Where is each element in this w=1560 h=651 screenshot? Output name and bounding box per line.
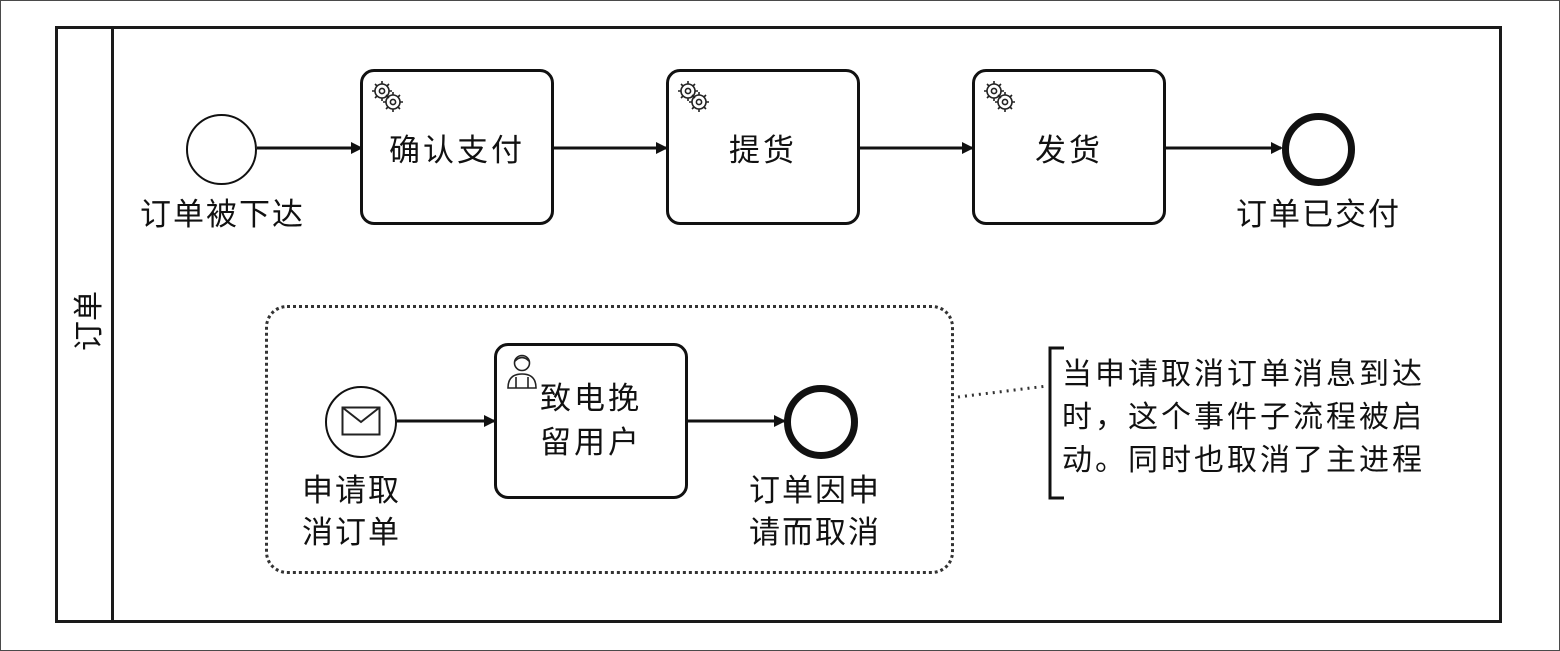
gears-icon: [372, 81, 403, 112]
message-start-event-label: 申请取 消订单: [302, 470, 401, 554]
start-event-label: 订单被下达: [140, 197, 305, 233]
end-event-order-delivered[interactable]: [1282, 113, 1355, 186]
annotation-line-3: 动。同时也取消了主进程: [1062, 443, 1425, 478]
annotation-line-2: 时，这个事件子流程被启: [1062, 400, 1425, 435]
user-icon: [507, 354, 537, 389]
envelope-icon: [341, 406, 381, 436]
gears-icon: [984, 81, 1015, 112]
task-retain-user-label: 致电挽 留用户: [540, 377, 642, 465]
end-event-cancelled[interactable]: [784, 385, 858, 459]
end-event-cancelled-label-line-1: 订单因申: [749, 473, 881, 509]
task-pick-goods-label: 提货: [729, 132, 797, 169]
lane-divider: [111, 26, 114, 622]
text-annotation[interactable]: 当申请取消订单消息到达 时，这个事件子流程被启 动。同时也取消了主进程: [1062, 353, 1452, 482]
task-retain-user-label-line-1: 致电挽: [540, 381, 642, 417]
end-event-label: 订单已交付: [1236, 197, 1401, 233]
task-confirm-payment-label: 确认支付: [389, 132, 525, 169]
event-subprocess[interactable]: [265, 305, 954, 574]
end-event-cancelled-label: 订单因申 请而取消: [749, 470, 881, 554]
annotation-line-1: 当申请取消订单消息到达: [1062, 357, 1425, 392]
task-ship[interactable]: 发货: [972, 69, 1166, 225]
task-retain-user[interactable]: 致电挽 留用户: [494, 343, 688, 499]
message-start-event-label-line-1: 申请取: [302, 473, 401, 509]
start-event-order-placed[interactable]: [186, 114, 257, 185]
end-event-cancelled-label-line-2: 请而取消: [749, 515, 881, 551]
task-ship-label: 发货: [1035, 132, 1103, 169]
annotation-association: [957, 384, 1048, 399]
task-retain-user-label-line-2: 留用户: [540, 425, 642, 461]
gears-icon: [678, 81, 709, 112]
task-confirm-payment[interactable]: 确认支付: [360, 69, 554, 225]
task-pick-goods[interactable]: 提货: [666, 69, 860, 225]
message-start-event-label-line-2: 消订单: [302, 515, 401, 551]
pool: [55, 26, 1502, 623]
annotation-bracket: [1048, 346, 1064, 500]
message-start-event[interactable]: [325, 386, 397, 458]
